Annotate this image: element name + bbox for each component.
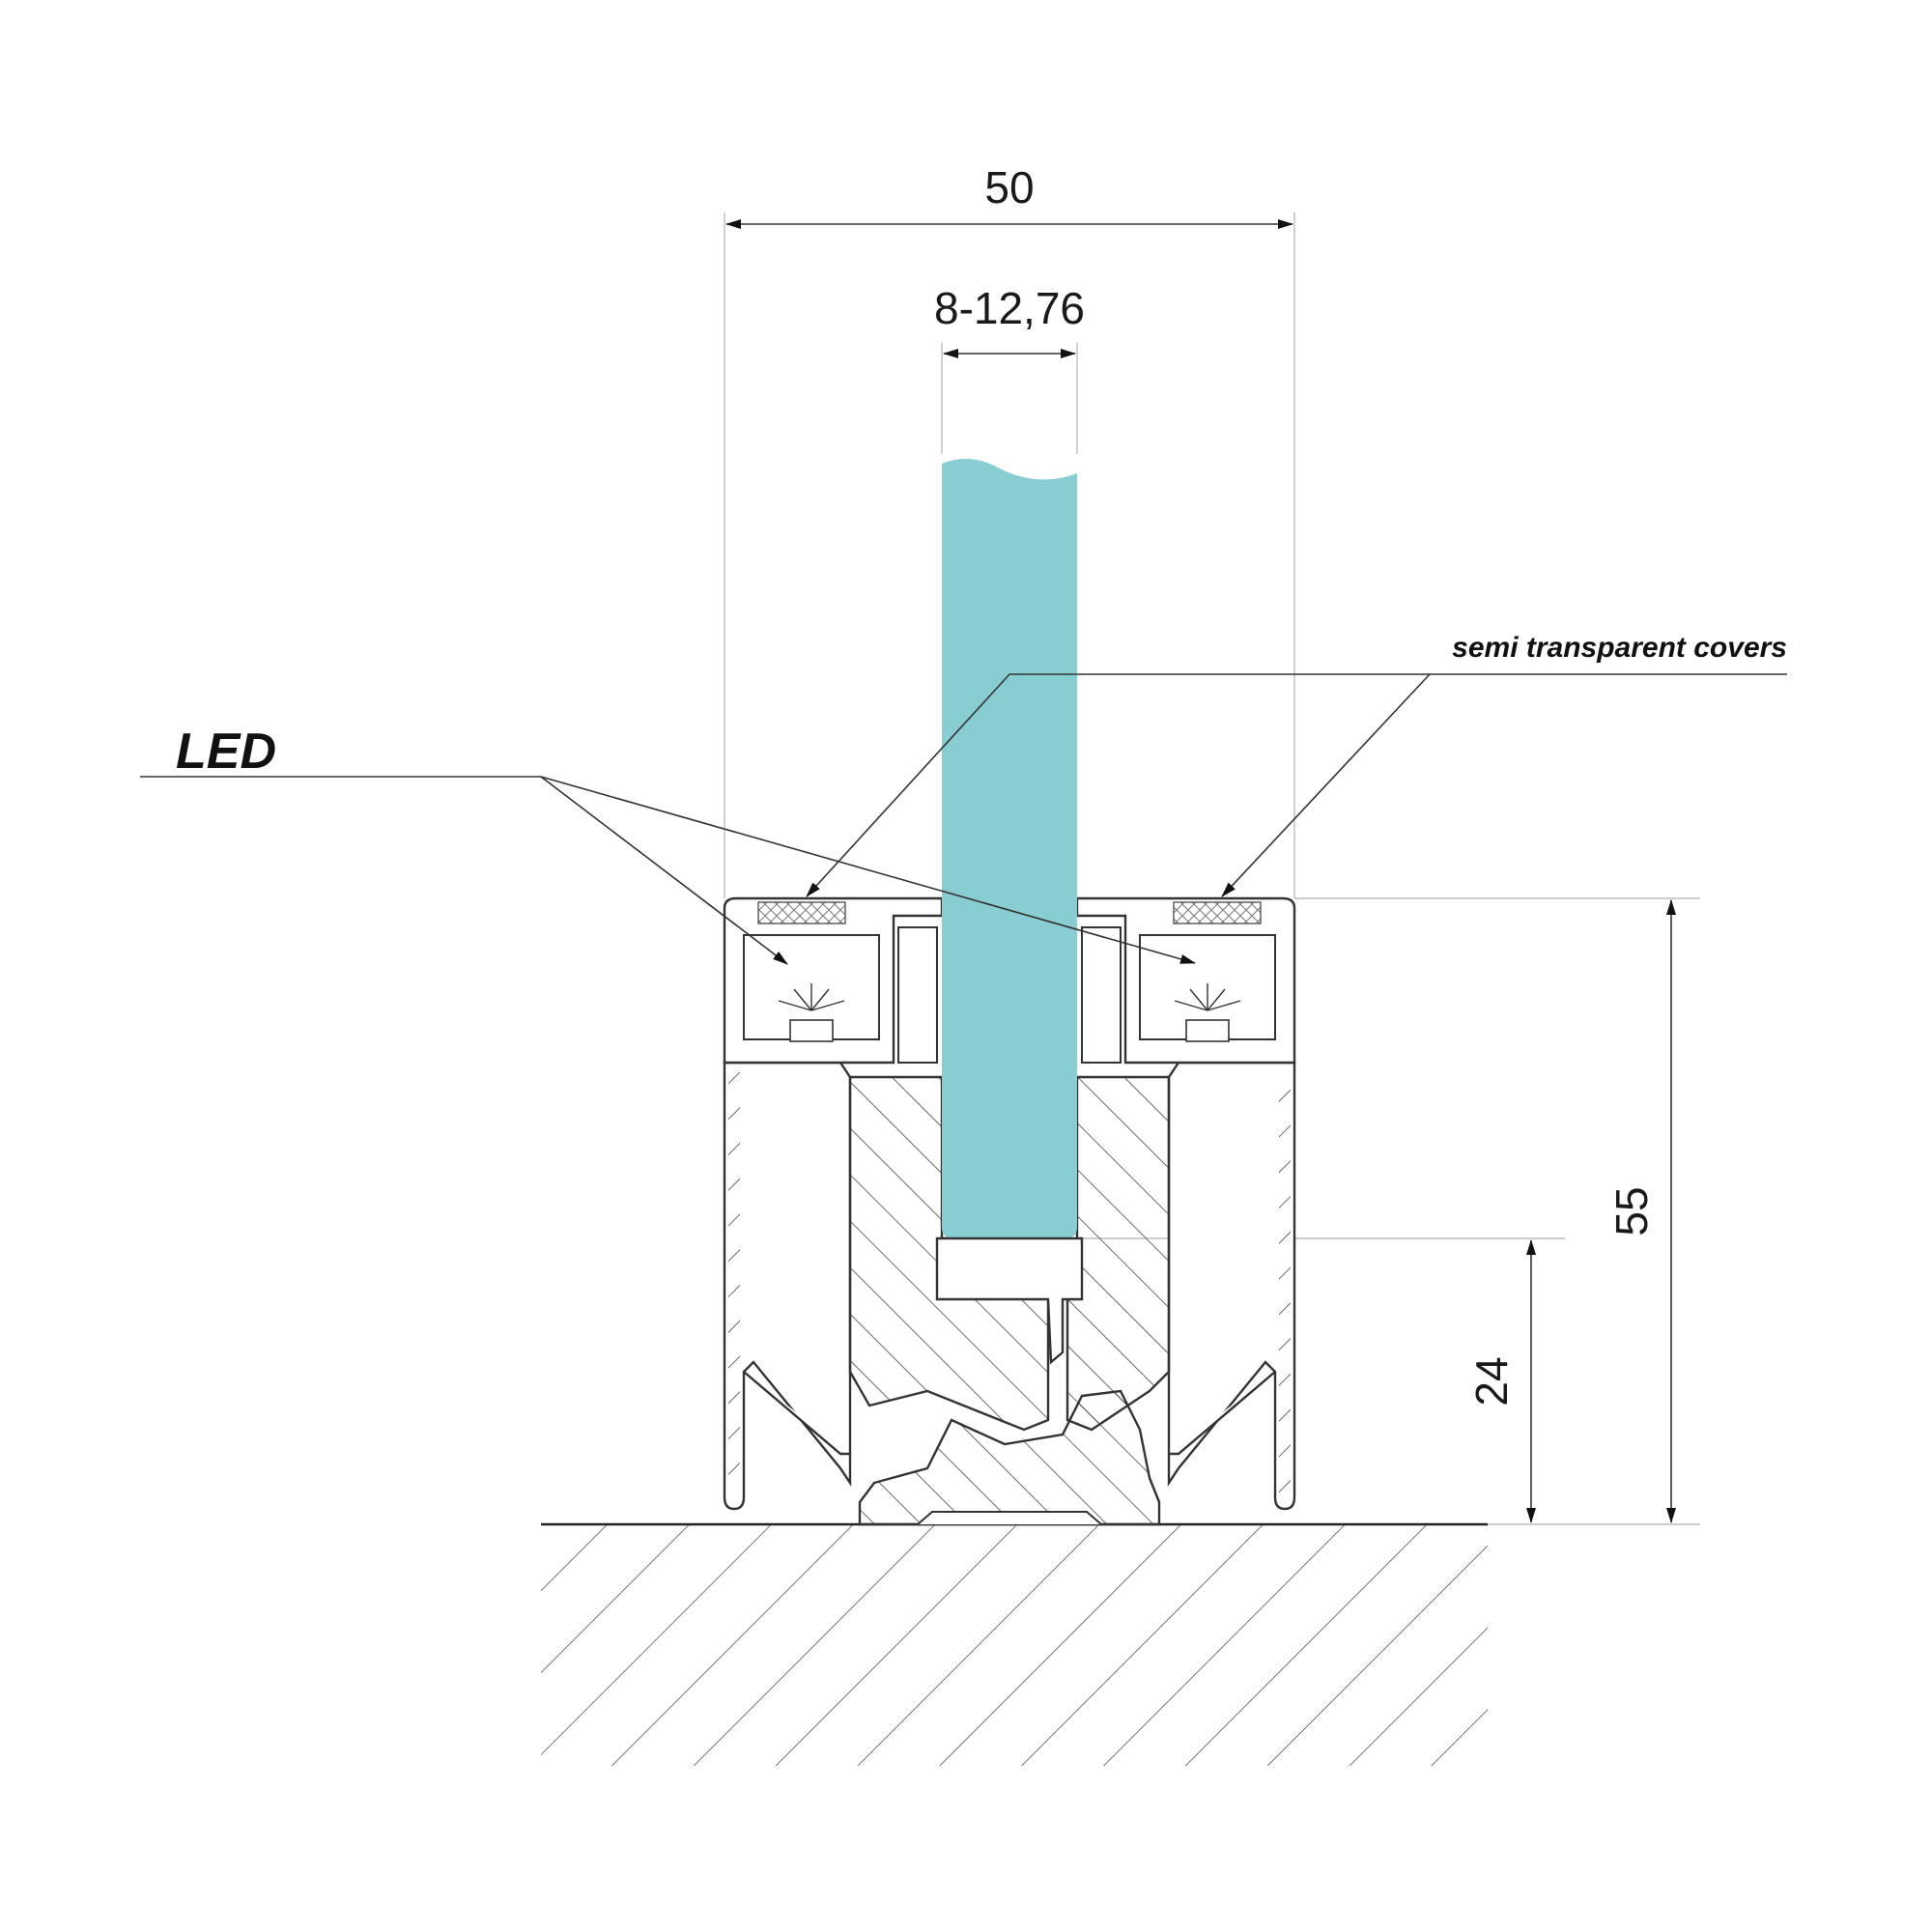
dimension-insertion-depth: 24 — [1466, 1239, 1536, 1523]
dimension-glass-thickness: 8-12,76 — [934, 283, 1085, 358]
dimension-overall-height: 55 — [1606, 899, 1676, 1523]
base-profile — [858, 1389, 1161, 1526]
outer-profile-right — [1167, 1061, 1296, 1511]
led-callout: LED — [140, 724, 1196, 965]
glass-thickness-label: 8-12,76 — [934, 283, 1085, 333]
glass-setting-block — [935, 1236, 1084, 1365]
glass-pane — [942, 459, 1077, 1238]
glass-fill — [942, 459, 1077, 1238]
dimension-overall-width: 50 — [725, 162, 1293, 229]
led-housing-right — [1075, 896, 1296, 1065]
led-light-right — [1174, 983, 1241, 1011]
led-light-left — [778, 983, 845, 1011]
floor-section — [541, 1522, 1488, 1766]
overall-width-label: 50 — [984, 162, 1034, 213]
covers-callout: semi transparent covers — [806, 632, 1787, 897]
led-housing-left — [723, 896, 944, 1065]
overall-height-label: 55 — [1606, 1186, 1657, 1236]
outer-profile-left — [723, 1061, 852, 1511]
covers-label: semi transparent covers — [1452, 632, 1787, 664]
led-label: LED — [176, 724, 276, 780]
insertion-depth-label: 24 — [1466, 1356, 1517, 1406]
